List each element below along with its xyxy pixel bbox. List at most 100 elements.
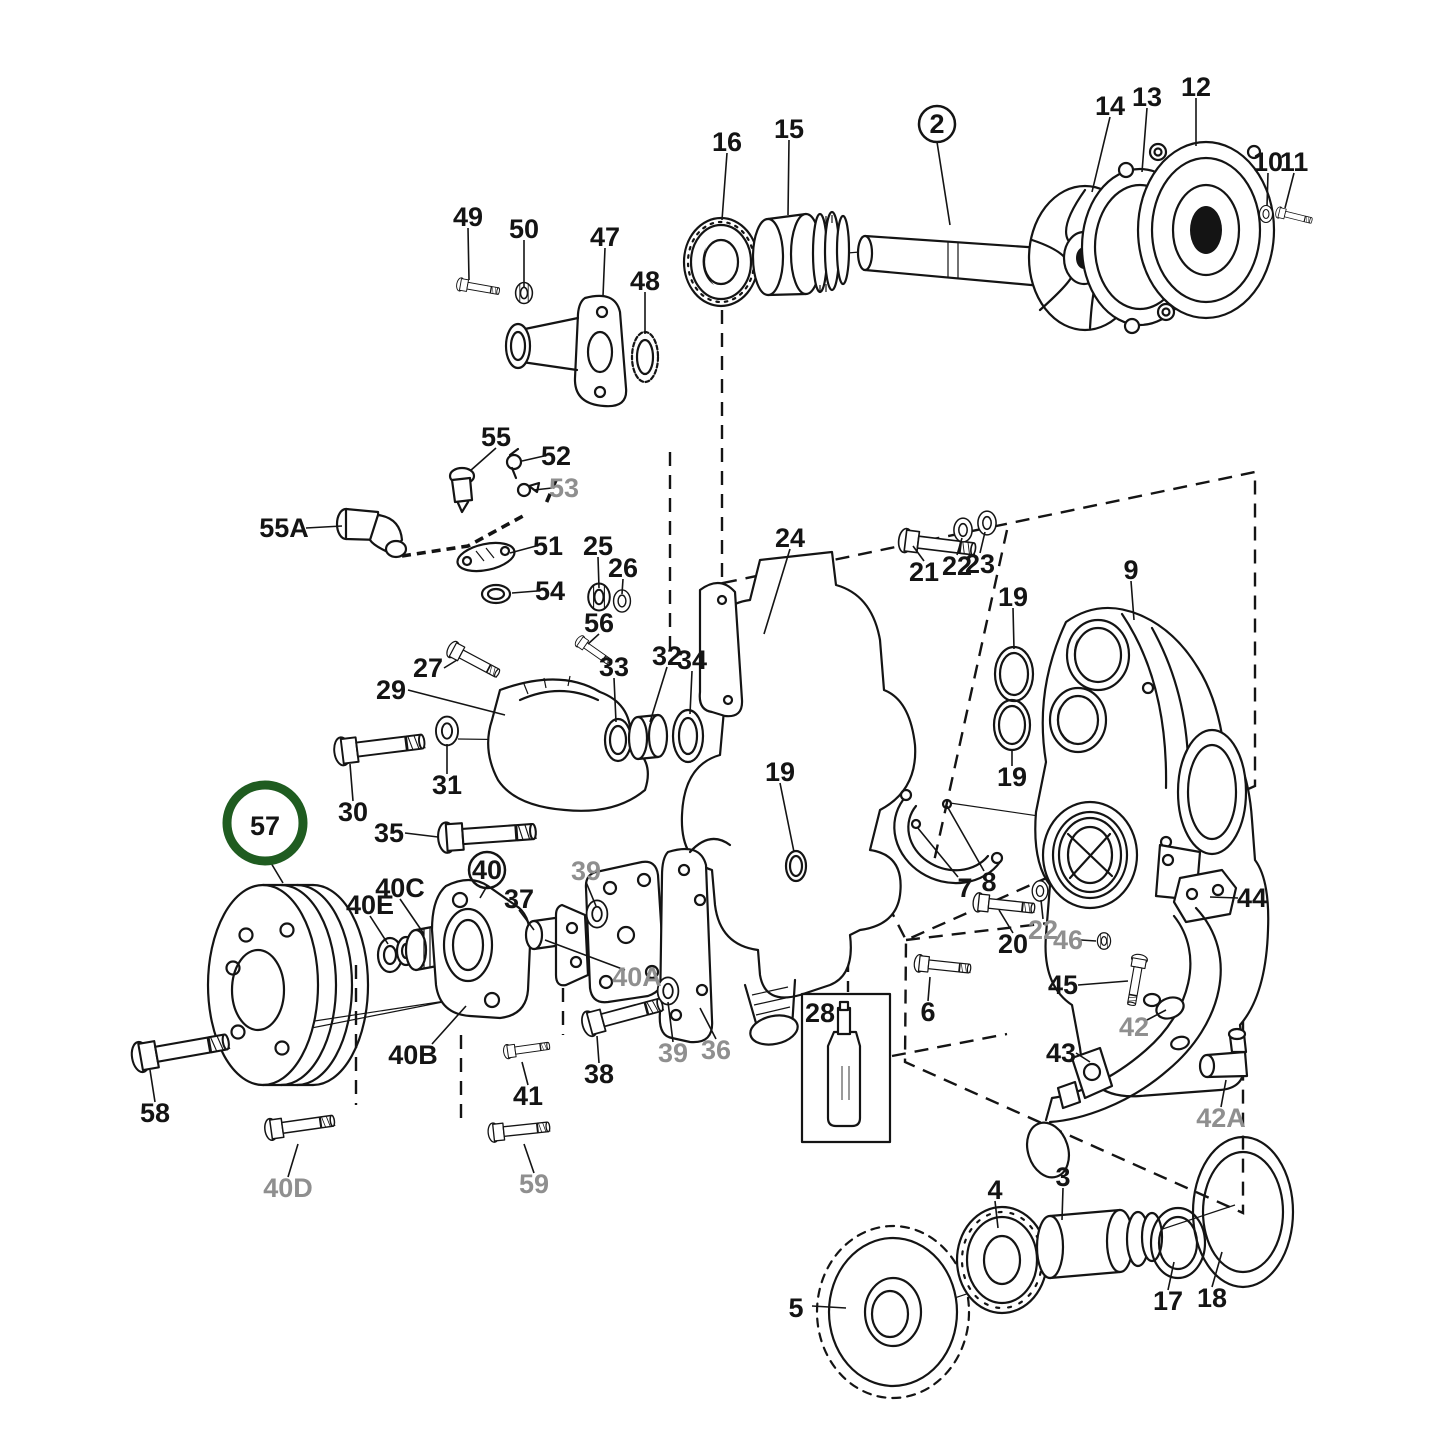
part-label-44[interactable]: 44 bbox=[1237, 883, 1267, 913]
part-label-31[interactable]: 31 bbox=[432, 770, 462, 800]
part-pulley-57 bbox=[206, 883, 370, 1087]
part-label-6[interactable]: 6 bbox=[920, 997, 935, 1027]
part-pump-body-24 bbox=[680, 550, 917, 1046]
dashed-guide-lines bbox=[354, 310, 1257, 1215]
part-label-10[interactable]: 10 bbox=[1253, 147, 1283, 177]
part-label-3[interactable]: 3 bbox=[1055, 1162, 1070, 1192]
part-label-40A[interactable]: 40A bbox=[612, 962, 662, 992]
part-label-42A[interactable]: 42A bbox=[1196, 1103, 1246, 1133]
part-label-16[interactable]: 16 bbox=[712, 127, 742, 157]
part-label-40C[interactable]: 40C bbox=[375, 873, 425, 903]
part-label-23[interactable]: 23 bbox=[965, 549, 995, 579]
part-shaft-2 bbox=[856, 234, 1051, 288]
part-label-56[interactable]: 56 bbox=[584, 608, 614, 638]
part-fitting-53 bbox=[516, 481, 541, 498]
part-label-55A[interactable]: 55A bbox=[259, 513, 309, 543]
part-label-36[interactable]: 36 bbox=[701, 1035, 731, 1065]
part-label-59[interactable]: 59 bbox=[519, 1169, 549, 1199]
part-label-49[interactable]: 49 bbox=[453, 202, 483, 232]
part-label-19a[interactable]: 19 bbox=[998, 582, 1028, 612]
part-housing-9 bbox=[1034, 606, 1270, 1098]
part-crescent-shells bbox=[893, 788, 1004, 885]
part-sleeve-3 bbox=[1035, 1208, 1164, 1280]
part-plate-51 bbox=[456, 541, 516, 573]
part-label-53[interactable]: 53 bbox=[549, 473, 579, 503]
part-label-57[interactable]: 57 bbox=[250, 811, 280, 841]
part-label-21[interactable]: 21 bbox=[909, 557, 939, 587]
part-oring-19b bbox=[992, 698, 1032, 752]
part-label-50[interactable]: 50 bbox=[509, 214, 539, 244]
part-label-27[interactable]: 27 bbox=[413, 653, 443, 683]
part-label-19c[interactable]: 19 bbox=[765, 757, 795, 787]
part-label-48[interactable]: 48 bbox=[630, 266, 660, 296]
part-label-22b[interactable]: 22 bbox=[1028, 915, 1058, 945]
part-label-38[interactable]: 38 bbox=[584, 1059, 614, 1089]
part-label-47[interactable]: 47 bbox=[590, 222, 620, 252]
part-label-11[interactable]: 11 bbox=[1280, 147, 1309, 177]
part-label-2[interactable]: 2 bbox=[929, 109, 944, 139]
part-bearing-4 bbox=[955, 1205, 1049, 1315]
part-label-41[interactable]: 41 bbox=[513, 1081, 543, 1111]
part-bolt-59 bbox=[486, 1116, 552, 1144]
part-label-25[interactable]: 25 bbox=[583, 531, 613, 561]
part-label-18[interactable]: 18 bbox=[1197, 1283, 1227, 1313]
part-screw-11 bbox=[1274, 205, 1314, 227]
part-label-4[interactable]: 4 bbox=[987, 1175, 1002, 1205]
part-label-43[interactable]: 43 bbox=[1046, 1038, 1076, 1068]
part-nut-46 bbox=[1096, 932, 1112, 950]
part-label-35[interactable]: 35 bbox=[374, 818, 404, 848]
part-clamp-43 bbox=[1056, 1046, 1114, 1110]
part-label-40[interactable]: 40 bbox=[472, 855, 502, 885]
part-label-34[interactable]: 34 bbox=[677, 645, 707, 675]
part-label-40D[interactable]: 40D bbox=[263, 1173, 313, 1203]
part-bracket-40A bbox=[584, 860, 666, 1004]
part-label-30[interactable]: 30 bbox=[338, 797, 368, 827]
part-label-22[interactable]: 22 bbox=[942, 551, 972, 581]
part-bolt-30 bbox=[331, 726, 428, 768]
part-label-26[interactable]: 26 bbox=[608, 553, 638, 583]
part-elbow-55A bbox=[335, 507, 408, 559]
part-label-8[interactable]: 8 bbox=[981, 867, 996, 897]
part-label-55[interactable]: 55 bbox=[481, 422, 511, 452]
part-gasket-48 bbox=[630, 330, 660, 384]
part-label-29[interactable]: 29 bbox=[376, 675, 406, 705]
part-bolt-35 bbox=[436, 815, 538, 855]
part-bolt-49 bbox=[455, 276, 501, 299]
part-ring-54 bbox=[480, 583, 512, 605]
part-sealant-28 bbox=[800, 992, 892, 1144]
part-label-28[interactable]: 28 bbox=[805, 998, 835, 1028]
part-label-40E[interactable]: 40E bbox=[346, 890, 394, 920]
part-label-12[interactable]: 12 bbox=[1181, 72, 1211, 102]
part-label-45[interactable]: 45 bbox=[1048, 970, 1078, 1000]
part-label-19b[interactable]: 19 bbox=[997, 762, 1027, 792]
part-thermostat-cover-29 bbox=[487, 675, 649, 812]
part-label-17[interactable]: 17 bbox=[1153, 1286, 1183, 1316]
part-label-32[interactable]: 32 bbox=[652, 641, 682, 671]
part-cover-47 bbox=[504, 294, 628, 408]
part-label-40B[interactable]: 40B bbox=[388, 1040, 438, 1070]
part-label-33[interactable]: 33 bbox=[599, 652, 629, 682]
part-label-20[interactable]: 20 bbox=[998, 929, 1028, 959]
part-bolt-27 bbox=[443, 638, 504, 683]
part-oring-19a bbox=[993, 645, 1035, 703]
part-label-39a[interactable]: 39 bbox=[571, 856, 601, 886]
part-label-51[interactable]: 51 bbox=[533, 531, 563, 561]
part-label-7[interactable]: 7 bbox=[957, 873, 972, 903]
part-sensor-55 bbox=[448, 466, 476, 514]
part-label-46[interactable]: 46 bbox=[1053, 925, 1083, 955]
part-label-52[interactable]: 52 bbox=[541, 441, 571, 471]
part-label-5[interactable]: 5 bbox=[788, 1293, 803, 1323]
part-fitting-52 bbox=[505, 447, 523, 480]
part-seal-15 bbox=[751, 210, 851, 297]
part-label-37[interactable]: 37 bbox=[504, 884, 534, 914]
part-label-58[interactable]: 58 bbox=[140, 1098, 170, 1128]
part-label-39b[interactable]: 39 bbox=[658, 1038, 688, 1068]
callout-circle-2 bbox=[917, 104, 957, 144]
part-label-24[interactable]: 24 bbox=[775, 523, 805, 553]
part-label-9[interactable]: 9 bbox=[1123, 555, 1138, 585]
part-label-14[interactable]: 14 bbox=[1095, 91, 1125, 121]
part-label-54[interactable]: 54 bbox=[535, 576, 565, 606]
part-label-42[interactable]: 42 bbox=[1119, 1012, 1149, 1042]
part-label-13[interactable]: 13 bbox=[1132, 82, 1162, 112]
part-label-15[interactable]: 15 bbox=[774, 114, 804, 144]
